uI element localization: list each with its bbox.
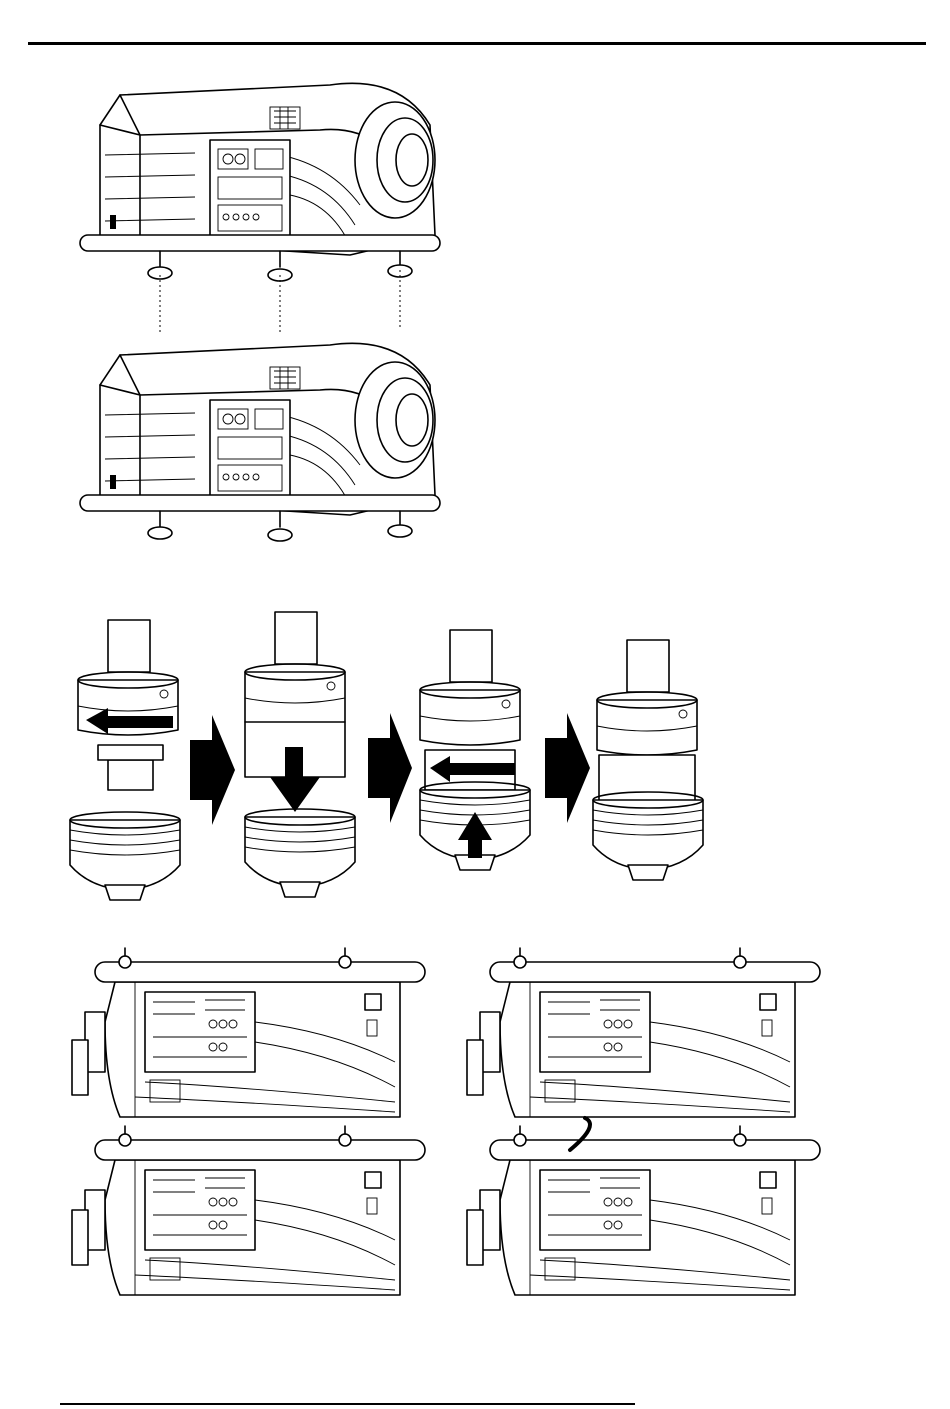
footer-rule [60, 1403, 635, 1405]
foot-coupling-steps-illustration [70, 612, 703, 900]
stacked-projectors-cable-illustration [72, 948, 820, 1295]
projector-stack-illustration [80, 83, 440, 541]
